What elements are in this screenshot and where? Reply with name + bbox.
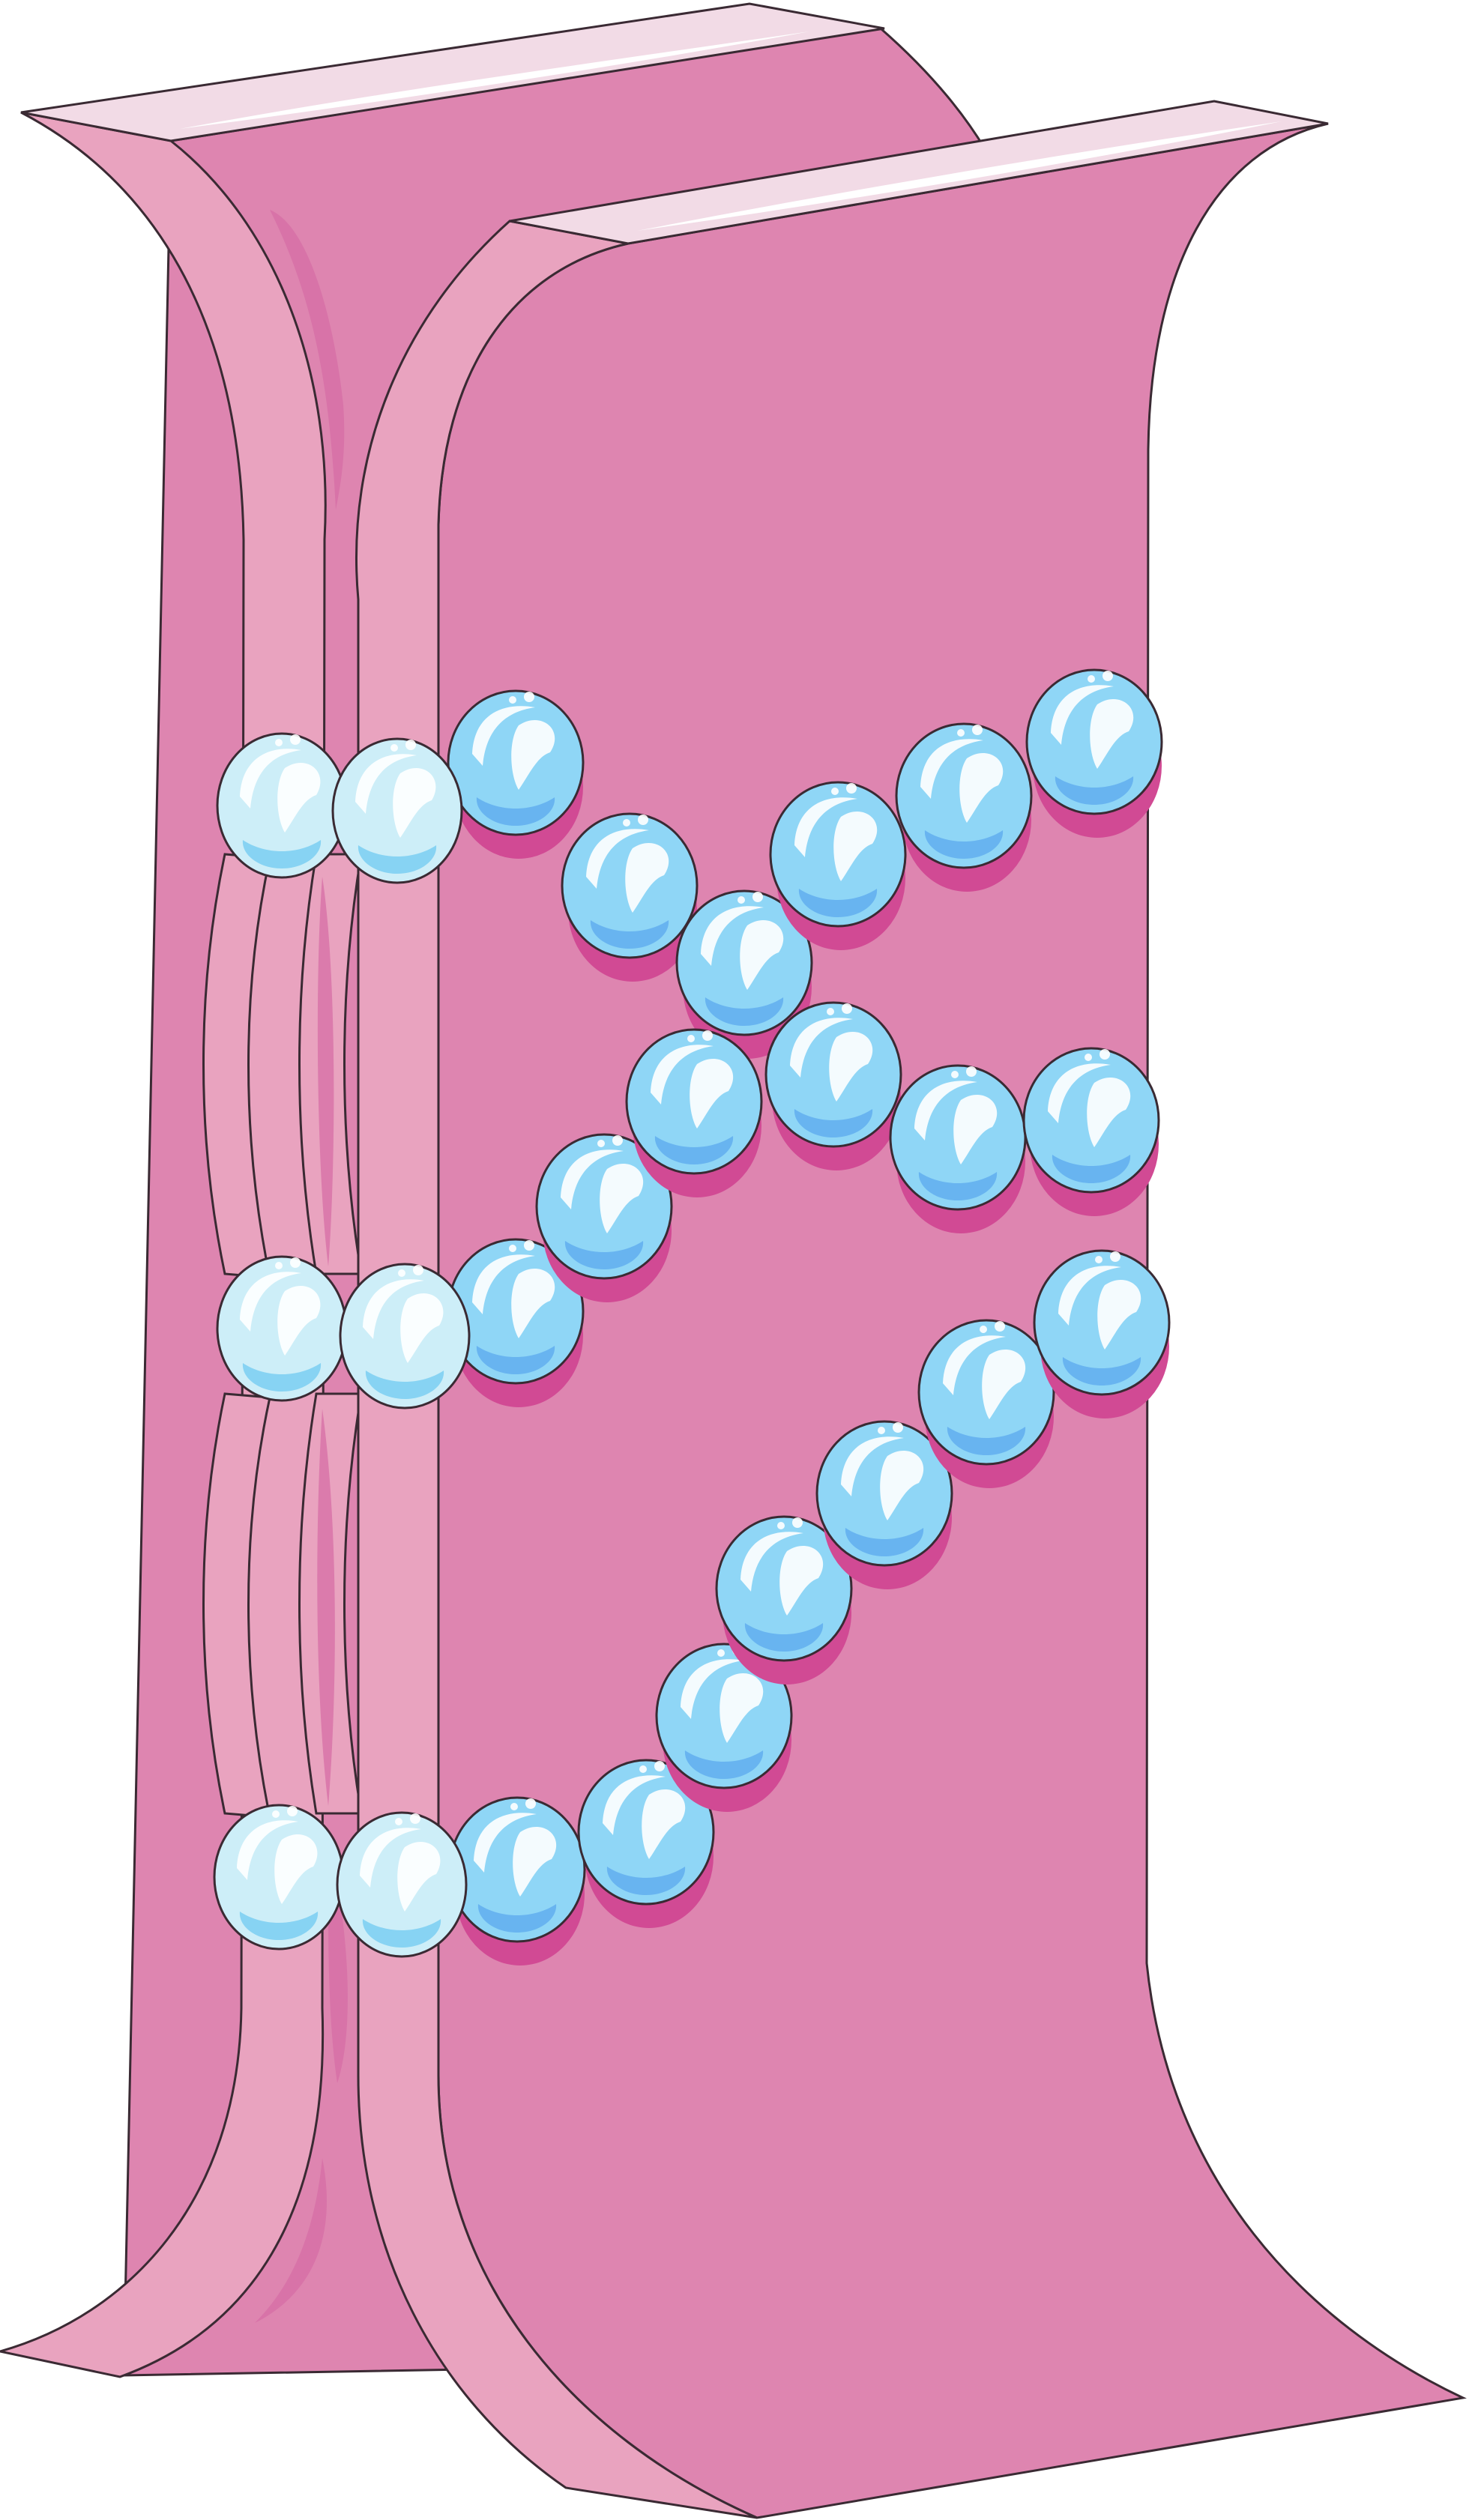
bead-pale xyxy=(216,1255,348,1402)
front-panel-front-face xyxy=(437,122,1467,2519)
bead-pale xyxy=(331,737,463,884)
bead-pale xyxy=(336,1811,468,1958)
bead-pale xyxy=(216,732,348,879)
ribbon-streak-2 xyxy=(317,1409,335,1806)
back-top-glint xyxy=(180,31,809,129)
back-side-streak-lower xyxy=(255,2158,327,2323)
back-side-streak xyxy=(270,210,345,510)
back-panel-top-face xyxy=(20,2,885,142)
front-panel-top-face xyxy=(509,100,1329,245)
bead-pale xyxy=(339,1263,471,1409)
bead-pale xyxy=(213,1804,345,1951)
ribbon-streak-1 xyxy=(317,877,334,1266)
front-top-glint xyxy=(637,121,1282,231)
